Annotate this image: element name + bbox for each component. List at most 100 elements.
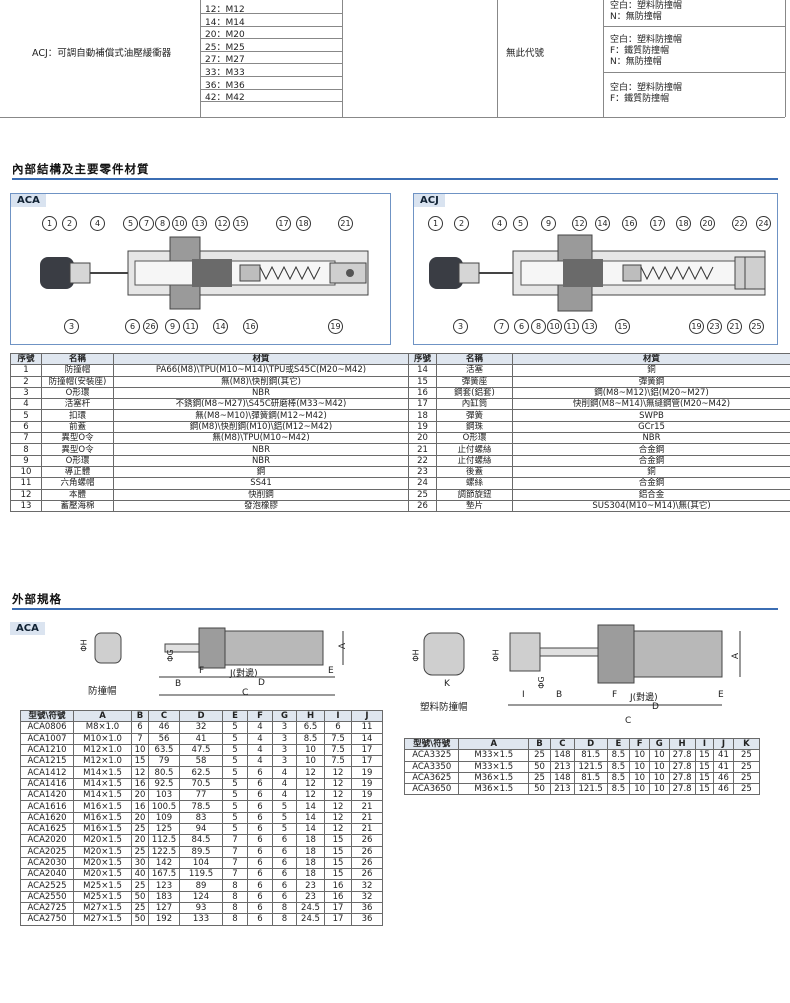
part-callout: 26 <box>143 319 158 334</box>
table-cell: 104 <box>179 856 223 870</box>
table-cell: M25×1.5 <box>73 879 132 892</box>
part-callout: 11 <box>183 319 198 334</box>
table-cell: 15 <box>694 749 715 762</box>
column-header: F <box>629 737 650 751</box>
table-cell: 合金鋼 <box>512 454 790 467</box>
table-cell: 112.5 <box>148 834 180 847</box>
column-header: I <box>324 709 352 723</box>
table-cell: 25 <box>732 760 761 773</box>
table-cell: 彈簧 <box>436 409 513 422</box>
table-cell: 20 <box>131 789 149 802</box>
table-cell: 50 <box>528 760 551 773</box>
table-cell: 14 <box>351 732 383 745</box>
table-cell: 24.5 <box>296 902 325 915</box>
table-cell: M10×1.0 <box>73 732 132 745</box>
table-cell: 26 <box>351 845 383 858</box>
table-cell: 5 <box>222 811 248 824</box>
table-cell: 56 <box>148 732 180 745</box>
column-header: J <box>713 737 734 751</box>
table-cell: ACA2025 <box>20 845 74 858</box>
table-cell: 3 <box>10 386 42 400</box>
part-callout: 19 <box>328 319 343 334</box>
table-cell: 16 <box>131 777 149 791</box>
table-cell: 6 <box>247 766 273 779</box>
table-cell: 167.5 <box>148 868 180 881</box>
table-cell: 10 <box>648 760 670 773</box>
table-cell: M20×1.5 <box>73 845 132 858</box>
table-cell: 5 <box>222 755 248 768</box>
table-cell: 合金鋼 <box>512 477 790 490</box>
table-cell: 8.5 <box>606 783 631 796</box>
table-cell: 活塞杆 <box>41 398 114 411</box>
table-cell: 10 <box>648 783 670 796</box>
table-cell: 89 <box>179 879 223 892</box>
part-callout: 13 <box>582 319 597 334</box>
thread-option: 27：M27 <box>205 55 245 66</box>
table-cell: 21 <box>351 800 383 813</box>
table-cell: ACA2020 <box>20 834 74 847</box>
table-cell: 18 <box>296 834 325 847</box>
table-cell: SUS304(M10~M14)\無(其它) <box>512 499 790 513</box>
table-cell: 6.5 <box>296 721 325 734</box>
table-cell: 25 <box>131 879 149 892</box>
table-cell: ACA3350 <box>403 760 460 773</box>
table-cell: 彈簧座 <box>436 375 513 388</box>
aca-cap-label: 防撞帽 <box>88 686 117 697</box>
table-cell: 8 <box>272 913 297 926</box>
table-cell: 46 <box>713 783 734 796</box>
table-cell: 墊片 <box>436 499 513 513</box>
table-cell: ACA3625 <box>403 771 460 785</box>
table-cell: 26 <box>351 868 383 881</box>
table-cell: PA66(M8)\TPU(M10~M14)\TPU或S45C(M20~M42) <box>113 364 409 377</box>
column-header: E <box>606 737 631 751</box>
table-cell: GCr15 <box>512 420 790 434</box>
table-cell: 6 <box>247 902 273 915</box>
aca-dim-d: D <box>258 678 265 688</box>
table-cell: 8.5 <box>606 771 631 785</box>
table-cell: 無(M8~M10)\彈簧鋼(M12~M42) <box>113 409 409 422</box>
table-cell: ACA1616 <box>20 800 74 813</box>
table-cell: 6 <box>324 721 352 734</box>
table-cell: M33×1.5 <box>458 749 530 762</box>
table-cell: 5 <box>222 800 248 813</box>
table-cell: 62.5 <box>179 766 223 779</box>
aca-dim-a: A <box>338 642 349 650</box>
internal-section-title: 內部結構及主要零件材質 <box>12 162 150 176</box>
table-cell: 12 <box>324 822 352 836</box>
table-cell: SWPB <box>512 409 790 422</box>
part-callout: 7 <box>494 319 509 334</box>
aca-dim-b: B <box>175 679 182 689</box>
part-callout: 21 <box>338 216 353 231</box>
table-cell: M25×1.5 <box>73 890 132 904</box>
column-header: D <box>573 737 608 751</box>
part-callout: 4 <box>90 216 105 231</box>
table-cell: 6 <box>247 811 273 824</box>
table-cell: 5 <box>10 409 42 422</box>
table-cell: M16×1.5 <box>73 822 132 836</box>
part-callout: 17 <box>276 216 291 231</box>
part-callout: 1 <box>42 216 57 231</box>
table-cell: 鋁合金 <box>512 488 790 501</box>
column-header: A <box>73 709 132 723</box>
table-cell: 導正體 <box>41 465 114 479</box>
table-cell: 鋼套(鋁套) <box>436 386 513 400</box>
table-cell: 無(M8)\TPU(M10~M42) <box>113 432 409 445</box>
table-cell: 124 <box>179 890 223 904</box>
table-cell: 21 <box>351 822 383 836</box>
table-cell: 36 <box>351 913 383 926</box>
table-cell: M8×1.0 <box>73 721 132 734</box>
table-cell: 14 <box>408 364 437 377</box>
table-cell: ACA1412 <box>20 766 74 779</box>
table-cell: 11 <box>351 721 383 734</box>
table-cell: 5 <box>222 822 248 836</box>
table-cell: 27.8 <box>668 783 696 796</box>
